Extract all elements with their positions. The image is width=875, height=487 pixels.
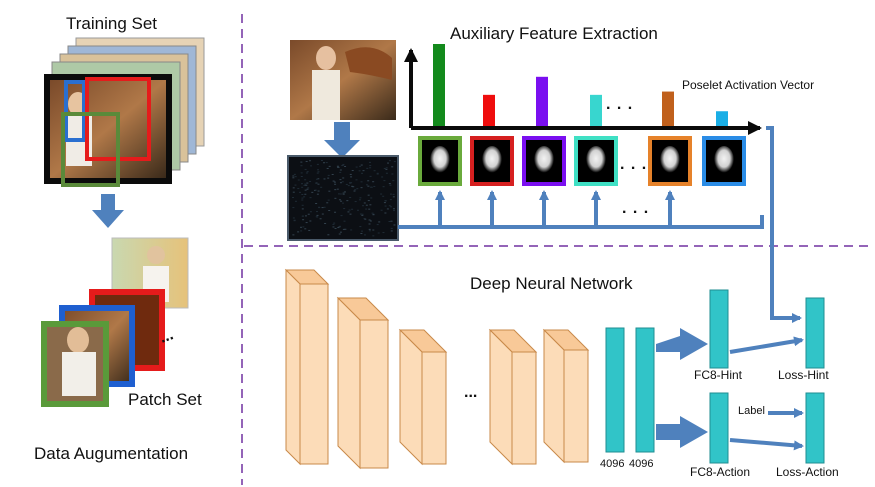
person-head [316, 46, 336, 70]
patch-set-label: Patch Set [128, 390, 202, 409]
poselet-box-5 [648, 136, 692, 186]
horse-head [345, 47, 392, 80]
loss-action-layer [805, 392, 825, 464]
patch-set-stack [41, 237, 189, 407]
fc7-to-hint-arrow [656, 328, 708, 360]
conv-layers [284, 268, 590, 470]
auxiliary-feature-extraction-title: Auxiliary Feature Extraction [450, 24, 658, 43]
pipe-up-arrows [435, 190, 675, 227]
blue-crop-box [64, 80, 86, 142]
training-set-stack [44, 37, 205, 187]
data-augmentation-label: Data Augumentation [34, 444, 189, 463]
label-input-label: Label [738, 405, 765, 417]
feature-pipe [398, 215, 764, 229]
conv-block-4 [488, 328, 538, 466]
feature-down-arrow [324, 122, 360, 158]
fc6-size-label: 4096 [600, 458, 625, 470]
activation-bars [433, 44, 728, 126]
poselet-ellipsis: . . . [620, 156, 648, 173]
fc8-hint-label: FC8-Hint [694, 368, 743, 382]
fc8-action-layer [709, 392, 729, 464]
conv-block-2 [336, 296, 390, 470]
training-set-label: Training Set [66, 14, 158, 33]
augment-down-arrow [92, 194, 124, 228]
feature-map-icon [287, 155, 399, 241]
poselet-box-2 [470, 136, 514, 186]
poselet-box-4 [574, 136, 618, 186]
activation-bar-3 [536, 76, 548, 126]
fc6-layer [605, 327, 625, 453]
green-crop-box [61, 112, 120, 187]
loss-hint-label: Loss-Hint [778, 368, 829, 382]
conv-ellipsis: ... [464, 384, 478, 401]
poselet-box-3 [522, 136, 566, 186]
conv-block-1 [284, 268, 330, 466]
activation-bar-6 [716, 111, 728, 126]
poselet-activation-vector-label: Poselet Activation Vector [682, 78, 815, 92]
activation-bar-2 [483, 94, 495, 126]
loss-hint-layer [805, 297, 825, 369]
fc7-layer [635, 327, 655, 453]
fc8-hint-layer [709, 289, 729, 369]
conv-block-3 [398, 328, 448, 466]
activation-bar-1 [433, 44, 445, 126]
hint-target-arrow [766, 126, 802, 323]
fc7-to-action-arrow [656, 416, 708, 448]
activation-bar-4 [590, 94, 602, 126]
activation-bar-5 [662, 91, 674, 126]
fc8-action-label: FC8-Action [690, 465, 751, 479]
poselet-box-1 [418, 136, 462, 186]
fc7-size-label: 4096 [629, 458, 654, 470]
hint-to-loss-arrow [729, 336, 804, 354]
loss-action-label: Loss-Action [776, 465, 839, 479]
person-body [312, 70, 340, 120]
poselet-box-6 [702, 136, 746, 186]
bar-ellipsis: . . . [606, 96, 634, 113]
pipe-ellipsis: . . . [622, 200, 650, 217]
poselet-boxes [418, 136, 746, 186]
conv-block-5 [542, 328, 590, 464]
action-to-loss-arrow [729, 438, 804, 451]
deep-neural-network-title: Deep Neural Network [470, 274, 633, 293]
